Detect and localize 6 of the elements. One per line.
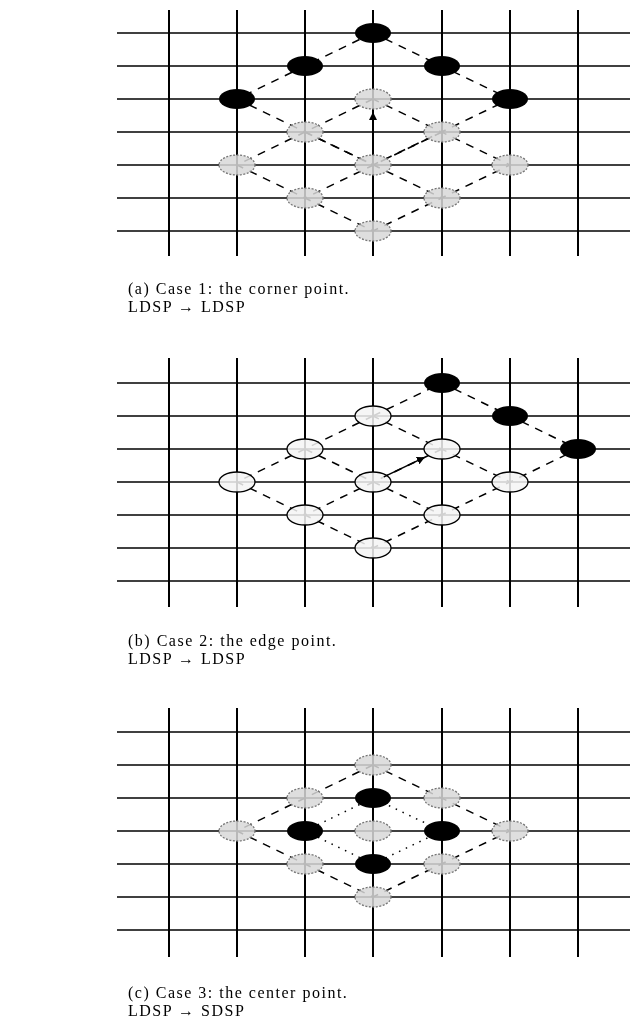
figure-caption: (c) Case 3: the center point. bbox=[128, 984, 349, 1002]
figure-caption: LDSP → SDSP bbox=[128, 1002, 246, 1020]
figure-caption: LDSP → LDSP bbox=[128, 298, 247, 316]
figure-caption: (a) Case 1: the corner point. bbox=[128, 280, 351, 298]
figure-caption: LDSP → LDSP bbox=[128, 650, 247, 668]
figure-caption: (b) Case 2: the edge point. bbox=[128, 632, 338, 650]
